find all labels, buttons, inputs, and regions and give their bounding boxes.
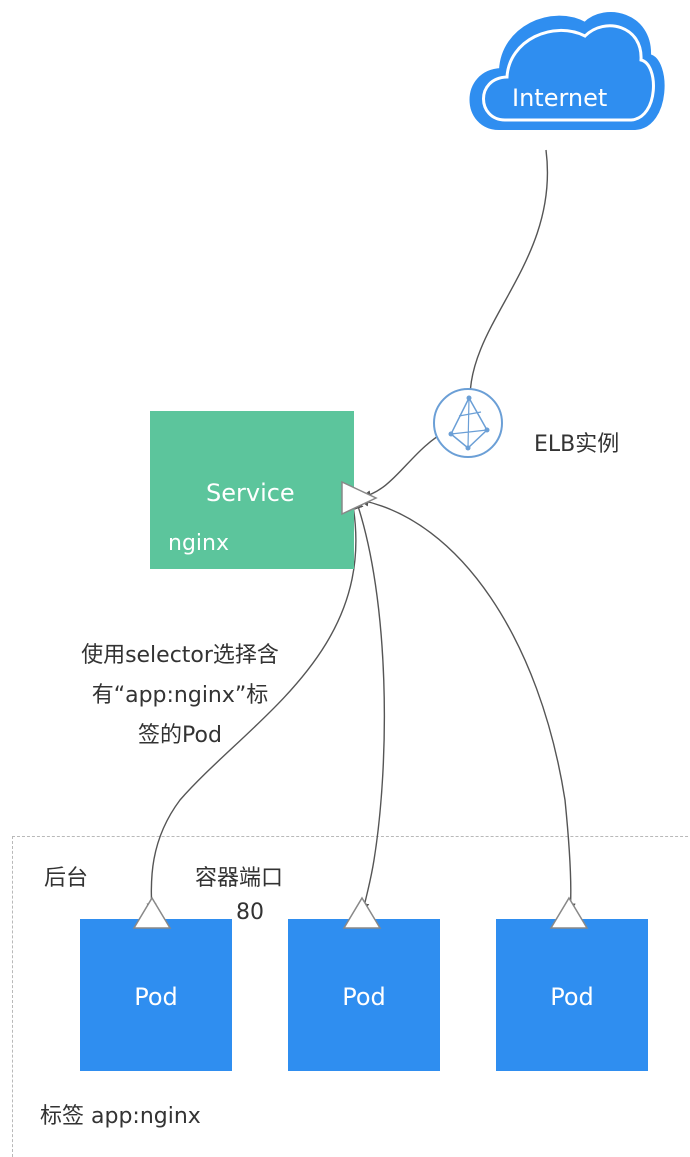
selector-line-1: 使用selector选择含 [81, 643, 279, 668]
pod-node: Pod [288, 919, 440, 1071]
service-name: nginx [168, 531, 229, 556]
selector-line-3: 签的Pod [138, 723, 222, 748]
elb-icon [433, 388, 503, 458]
elb-label: ELB实例 [534, 432, 620, 457]
pod-label: Pod [342, 983, 386, 1011]
container-port-value: 80 [236, 900, 264, 925]
pod-node: Pod [80, 919, 232, 1071]
service-to-pod1-line [146, 499, 359, 913]
backend-title: 后台 [44, 866, 89, 891]
pod-label: Pod [550, 983, 594, 1011]
service-title: Service [206, 479, 295, 507]
selector-annotation: 使用selector选择含 有“app:nginx”标 签的Pod [40, 636, 320, 756]
cloud-icon [469, 12, 665, 130]
internet-label: Internet [512, 84, 608, 112]
pod-label: Pod [134, 983, 178, 1011]
service-port-icon [341, 480, 378, 516]
pod-node: Pod [496, 919, 648, 1071]
pod-port-icon [342, 896, 382, 929]
service-to-pod3-line [359, 496, 576, 913]
pod-port-icon [549, 896, 589, 929]
pod-label-text: 标签 app:nginx [40, 1104, 201, 1129]
container-port-label: 容器端口 [195, 866, 284, 891]
selector-line-2: 有“app:nginx”标 [91, 683, 269, 708]
service-to-pod2-line [354, 499, 386, 913]
service-node: Service nginx [150, 411, 354, 569]
pod-port-icon [132, 896, 172, 929]
internet-to-elb-line [469, 149, 549, 399]
